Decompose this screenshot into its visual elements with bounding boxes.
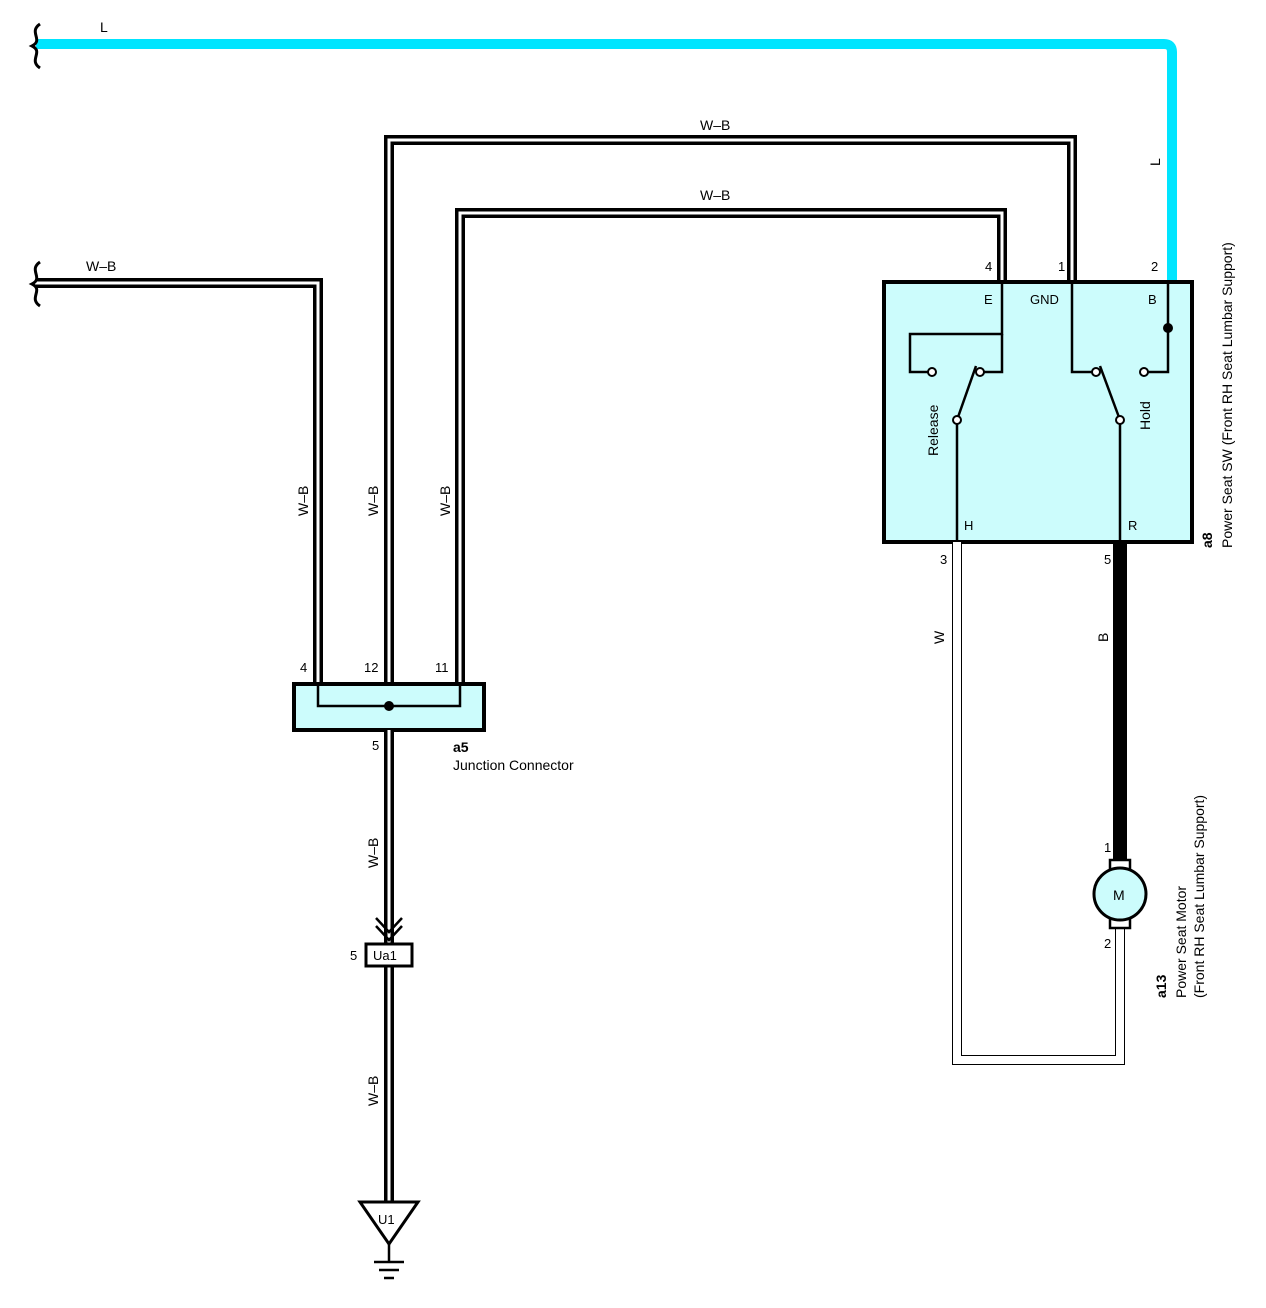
connector-ua1-label: Ua1 bbox=[373, 948, 397, 963]
motor-pin-1: 1 bbox=[1104, 840, 1111, 855]
motor-code: a13 bbox=[1153, 974, 1169, 998]
junction-pin-11: 11 bbox=[435, 660, 449, 675]
ground-symbol bbox=[357, 1200, 421, 1280]
motor-name-line2: (Front RH Seat Lumbar Support) bbox=[1191, 795, 1207, 998]
connector-ua1 bbox=[364, 942, 414, 968]
wire-label-l-top: L bbox=[100, 19, 108, 35]
wire-label-wb-vert-2: W–B bbox=[365, 486, 381, 516]
power-seat-switch bbox=[882, 280, 1194, 544]
wire-w bbox=[952, 542, 1125, 1065]
switch-release-label: Release bbox=[925, 404, 941, 456]
motor-name-line1: Power Seat Motor bbox=[1173, 886, 1189, 998]
switch-terminal-h: H bbox=[964, 518, 973, 533]
wire-label-w: W bbox=[931, 630, 947, 644]
switch-terminal-e: E bbox=[984, 292, 993, 307]
wire-label-wb-vert-5: W–B bbox=[365, 1076, 381, 1106]
wire-label-wb-vert-3: W–B bbox=[437, 486, 453, 516]
wire-l bbox=[36, 39, 1177, 282]
switch-pin-5: 5 bbox=[1104, 552, 1111, 567]
wire-label-wb-top-inner: W–B bbox=[700, 187, 730, 203]
switch-pin-1: 1 bbox=[1058, 259, 1065, 274]
motor-symbol: M bbox=[1113, 887, 1125, 903]
switch-pin-3: 3 bbox=[940, 552, 947, 567]
wire-label-l-vertical: L bbox=[1147, 158, 1163, 166]
junction-pin-4: 4 bbox=[300, 660, 307, 675]
switch-terminal-gnd: GND bbox=[1030, 292, 1059, 307]
junction-pin-12: 12 bbox=[364, 660, 378, 675]
wire-label-wb-vert-4: W–B bbox=[365, 838, 381, 868]
connector-ua1-pin: 5 bbox=[350, 948, 357, 963]
switch-pin-2: 2 bbox=[1151, 259, 1158, 274]
wire-label-wb-vert-1: W–B bbox=[295, 486, 311, 516]
switch-hold-label: Hold bbox=[1137, 401, 1153, 430]
break-symbol-left bbox=[28, 260, 41, 308]
junction-connector bbox=[292, 682, 486, 732]
wire-wb-left bbox=[36, 278, 323, 684]
motor-pin-2: 2 bbox=[1104, 936, 1111, 951]
wire-label-b: B bbox=[1095, 633, 1111, 642]
power-seat-motor bbox=[1092, 858, 1148, 930]
switch-name: Power Seat SW (Front RH Seat Lumbar Supp… bbox=[1219, 242, 1235, 548]
wire-label-wb-top-outer: W–B bbox=[700, 117, 730, 133]
wire-wb-outer bbox=[384, 135, 1077, 684]
junction-code: a5 bbox=[453, 739, 469, 755]
break-symbol-top bbox=[28, 22, 41, 70]
wire-wb-inner bbox=[455, 208, 1007, 684]
switch-code: a8 bbox=[1199, 532, 1215, 548]
switch-terminal-r: R bbox=[1128, 518, 1137, 533]
switch-terminal-b: B bbox=[1148, 292, 1157, 307]
wire-label-wb-left: W–B bbox=[86, 258, 116, 274]
junction-name: Junction Connector bbox=[453, 757, 574, 773]
switch-pin-4: 4 bbox=[985, 259, 992, 274]
connector-arrow bbox=[375, 917, 403, 942]
ground-label: U1 bbox=[378, 1212, 395, 1227]
junction-pin-5: 5 bbox=[372, 738, 379, 753]
